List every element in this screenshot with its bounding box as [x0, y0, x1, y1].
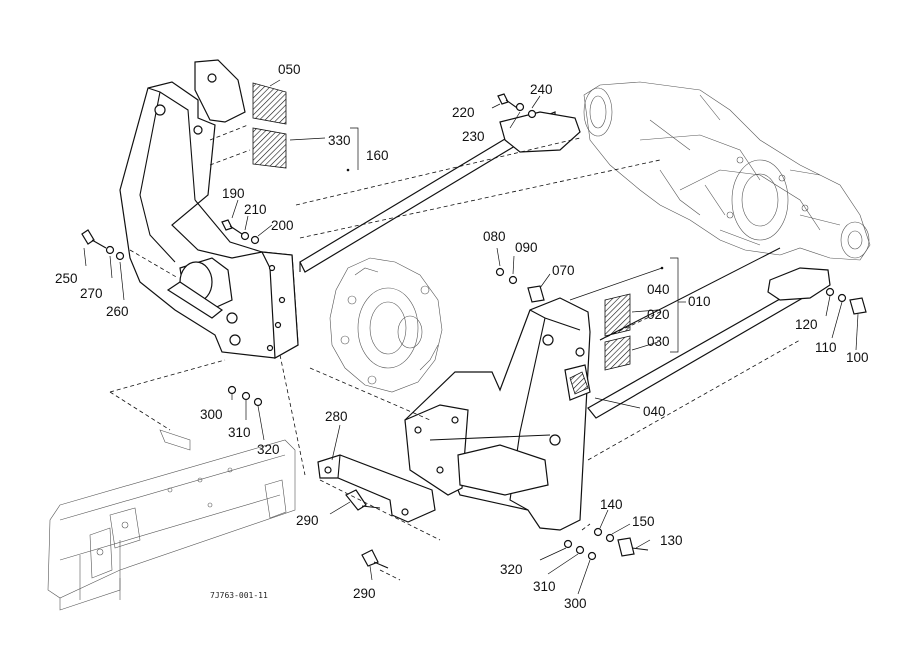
shim-050 — [252, 82, 287, 125]
callout-220: 220 — [452, 105, 475, 120]
shim-030 — [604, 335, 631, 371]
callout-290-lower: 290 — [353, 586, 376, 601]
right-rear-bracket — [404, 297, 591, 531]
callout-320-left: 320 — [257, 442, 280, 457]
callout-300-left: 300 — [200, 407, 223, 422]
engine-adapter-flange — [329, 257, 443, 393]
mounting-plate-280 — [317, 454, 436, 523]
callout-050: 050 — [278, 62, 301, 77]
callout-290-upper: 290 — [296, 513, 319, 528]
callout-040-lower: 040 — [643, 404, 666, 419]
lower-side-bar — [587, 247, 831, 419]
callout-210: 210 — [244, 202, 267, 217]
callout-200: 200 — [271, 218, 294, 233]
assembly-dashed-lines — [109, 124, 801, 581]
shim-330 — [252, 127, 287, 169]
transmission-housing — [583, 81, 871, 261]
callout-100: 100 — [846, 350, 869, 365]
callout-310-left: 310 — [228, 425, 251, 440]
callout-330: 330 — [328, 133, 351, 148]
callout-010: 010 — [688, 294, 711, 309]
callout-230: 230 — [462, 129, 485, 144]
callout-260: 260 — [106, 304, 129, 319]
callout-320-right: 320 — [500, 562, 523, 577]
callout-030: 030 — [647, 334, 670, 349]
callout-160: 160 — [366, 148, 389, 163]
callout-250: 250 — [55, 271, 78, 286]
callout-190: 190 — [222, 186, 245, 201]
callout-020: 020 — [647, 307, 670, 322]
callout-270: 270 — [80, 286, 103, 301]
left-front-bracket — [119, 59, 299, 359]
callout-040-upper: 040 — [647, 282, 670, 297]
callout-070: 070 — [552, 263, 575, 278]
callout-120: 120 — [795, 317, 818, 332]
callout-130: 130 — [660, 533, 683, 548]
shim-020 — [604, 293, 631, 337]
callout-labels: 050 330 160 220 240 230 190 210 200 250 … — [55, 62, 869, 611]
callout-140: 140 — [600, 497, 623, 512]
fasteners — [81, 93, 867, 569]
callout-240: 240 — [530, 82, 553, 97]
leader-lines — [83, 79, 859, 595]
upper-side-bar — [299, 111, 581, 273]
callout-150: 150 — [632, 514, 655, 529]
tractor-frame — [47, 429, 296, 611]
drawing-code: 7J763-001-11 — [210, 591, 268, 600]
callout-110: 110 — [815, 340, 837, 355]
callout-090: 090 — [515, 240, 538, 255]
callout-310-right: 310 — [533, 579, 556, 594]
callout-080: 080 — [483, 229, 506, 244]
callout-300-right: 300 — [564, 596, 587, 611]
callout-280: 280 — [325, 409, 348, 424]
